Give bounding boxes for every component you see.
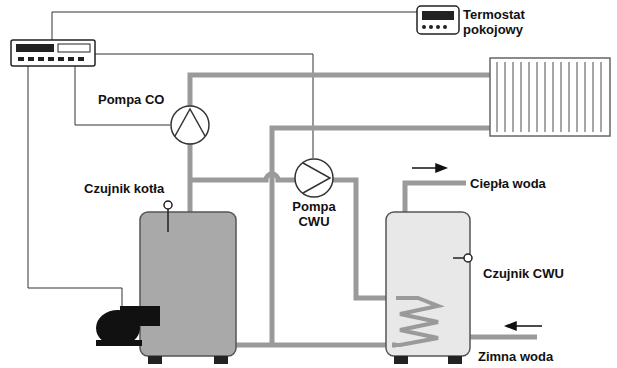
pump-label: Pompa CWU [286,199,342,229]
radiator [490,58,610,136]
pump-label: Pompa CO [98,92,164,107]
device-label: Termostat pokojowy [463,7,543,37]
sensor-label: Czujnik kotła [84,181,164,196]
pipe-label: Ciepła woda [470,176,546,191]
fan [96,306,160,346]
controller [11,40,95,66]
thermostat [417,6,459,34]
water-tank [386,212,472,364]
pump-cwu [295,159,333,197]
pump-co [171,106,209,144]
boiler [140,201,236,364]
sensor-label: Czujnik CWU [483,266,564,281]
pipe-label: Zimna woda [478,349,553,364]
